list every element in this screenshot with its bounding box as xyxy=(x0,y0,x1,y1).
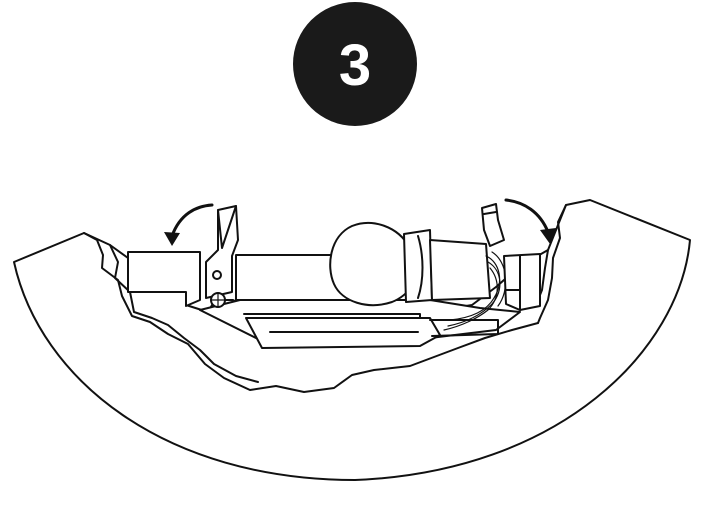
left-clip-fold xyxy=(217,205,237,249)
shade-inner-rim xyxy=(109,244,259,383)
bulb-glass xyxy=(329,222,413,307)
right-spring-clip xyxy=(481,203,505,247)
lamp-socket xyxy=(403,229,433,303)
right-clip-fold xyxy=(483,211,497,215)
step-number: 3 xyxy=(339,33,371,98)
right-mount-lines xyxy=(505,255,521,311)
socket-ring xyxy=(417,235,424,299)
step-badge-circle xyxy=(293,2,417,126)
bracket-plate xyxy=(127,251,201,307)
wire-bundle xyxy=(443,251,507,331)
lamp-assembly xyxy=(329,222,491,307)
light-bulb-icon xyxy=(329,222,413,307)
screw-icon xyxy=(210,292,226,308)
shade-cut-edge-right xyxy=(537,204,567,324)
curved-arrow-right-icon xyxy=(504,198,556,244)
left-clip-hole xyxy=(212,270,222,280)
curved-arrow-left-icon xyxy=(164,203,214,246)
right-mount-body xyxy=(503,253,541,311)
lamp-socket-body xyxy=(429,239,491,301)
step-badge: 3 xyxy=(293,2,417,126)
left-spring-clip xyxy=(205,205,239,299)
left-clip-body xyxy=(205,205,239,299)
bracket-tray-lines xyxy=(269,319,499,337)
right-clip-body xyxy=(481,203,505,247)
right-mount-block xyxy=(503,253,541,311)
